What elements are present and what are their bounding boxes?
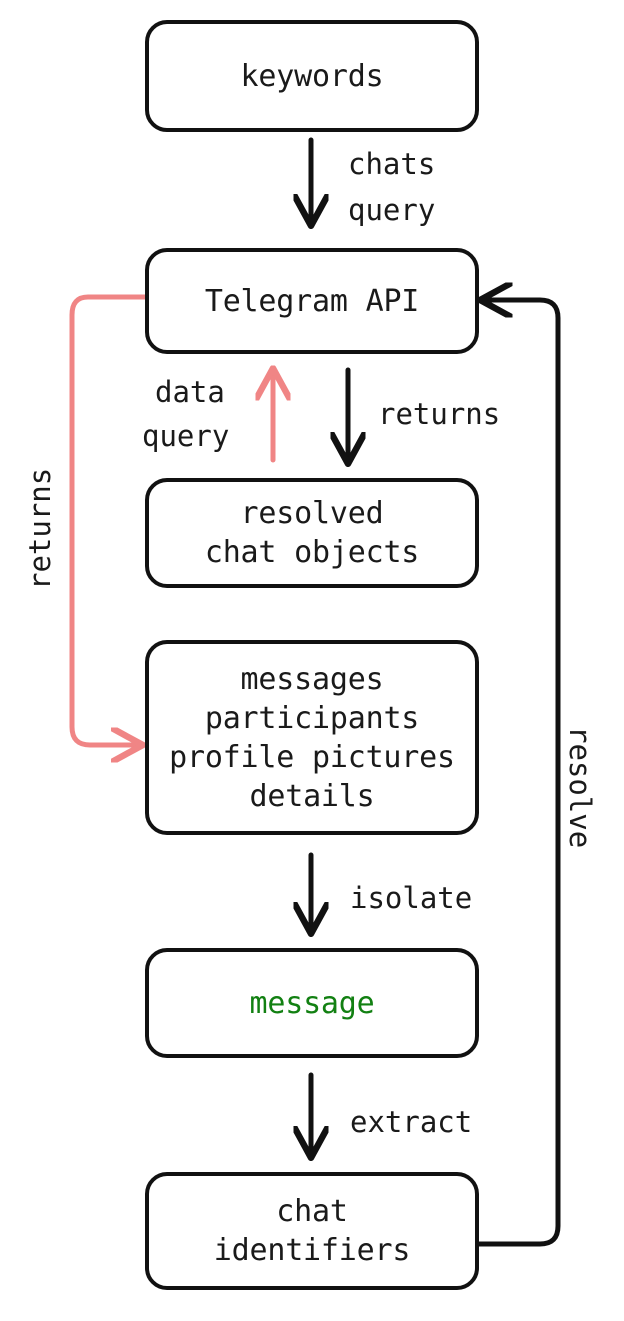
node-telegram-api[interactable]: Telegram API xyxy=(145,248,479,354)
connector-api-to-data-bundle xyxy=(69,294,148,745)
node-data-bundle-line-3: details xyxy=(249,778,375,814)
node-keywords[interactable]: keywords xyxy=(145,20,479,132)
edge-label-chats-query: query xyxy=(348,193,436,227)
connector-chat-ids-to-api xyxy=(476,300,561,1247)
node-message-line-0: message xyxy=(249,985,375,1021)
node-chat-identifiers-line-1: identifiers xyxy=(213,1233,411,1268)
node-resolved-chat-objects[interactable]: resolved chat objects xyxy=(145,478,479,588)
edge-label-returns-right: returns xyxy=(378,397,501,431)
node-telegram-api-line-0: Telegram API xyxy=(204,283,420,319)
edge-label-resolve: resolve xyxy=(563,726,597,849)
edge-label-extract: extract xyxy=(350,1105,473,1139)
edge-label-returns-left: returns xyxy=(23,467,57,590)
node-data-bundle-line-1: participants xyxy=(204,700,420,736)
node-keywords-line-0: keywords xyxy=(240,58,384,94)
node-chat-identifiers-line-0: chat xyxy=(276,1194,348,1229)
node-message[interactable]: message xyxy=(145,948,479,1058)
edge-label-data-query: query xyxy=(142,419,230,453)
edge-label-chats: chats xyxy=(348,147,436,181)
node-data-bundle-line-0: messages xyxy=(240,661,384,697)
node-chat-identifiers[interactable]: chat identifiers xyxy=(145,1172,479,1290)
node-resolved-chat-objects-line-0: resolved xyxy=(240,496,384,531)
node-resolved-chat-objects-line-1: chat objects xyxy=(204,535,420,570)
node-data-bundle-line-2: profile pictures xyxy=(169,739,455,775)
edge-label-isolate: isolate xyxy=(350,881,473,915)
node-data-bundle[interactable]: messages participants profile pictures d… xyxy=(145,640,479,835)
edge-label-data: data xyxy=(155,375,225,409)
